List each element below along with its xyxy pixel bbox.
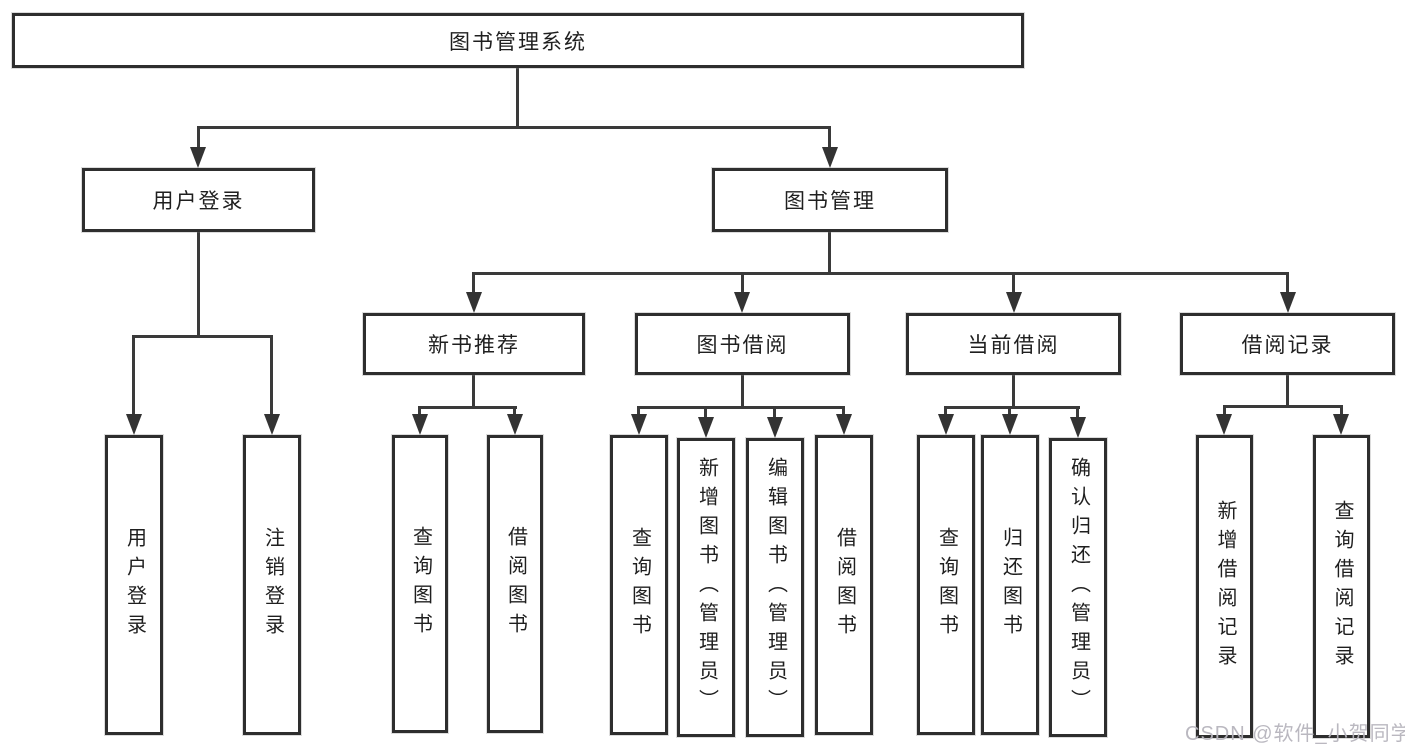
arrow-down-icon bbox=[631, 414, 647, 435]
leaf-current-confirm-return-admin: 确认归还（管理员） bbox=[1049, 438, 1107, 737]
arrow-down-icon bbox=[734, 292, 750, 313]
leaf-current-return-book: 归还图书 bbox=[981, 435, 1039, 735]
connector-line bbox=[513, 406, 516, 414]
leaf-recommend-query-book: 查询图书 bbox=[392, 435, 448, 733]
csdn-watermark: CSDN @软件_小贺同学 bbox=[1185, 723, 1405, 745]
connector-line bbox=[132, 335, 135, 414]
connector-line bbox=[197, 232, 200, 338]
arrow-down-icon bbox=[1280, 292, 1296, 313]
leaf-current-return-book-label: 归还图书 bbox=[999, 527, 1022, 643]
arrow-down-icon bbox=[190, 147, 206, 168]
arrow-down-icon bbox=[1070, 417, 1086, 438]
connector-line bbox=[1008, 406, 1011, 414]
node-book-management: 图书管理 bbox=[712, 168, 948, 232]
node-library-management-system-label: 图书管理系统 bbox=[449, 30, 587, 54]
leaf-current-query-book: 查询图书 bbox=[917, 435, 975, 735]
leaf-borrowing-query-book-label: 查询图书 bbox=[628, 527, 651, 643]
connector-line bbox=[418, 406, 517, 409]
arrow-down-icon bbox=[836, 414, 852, 435]
arrow-down-icon bbox=[1006, 292, 1022, 313]
connector-line bbox=[1223, 405, 1226, 414]
leaf-current-confirm-return-admin-label: 确认归还（管理员） bbox=[1067, 457, 1090, 718]
node-new-book-recommend-label: 新书推荐 bbox=[428, 334, 520, 357]
leaf-current-query-book-label: 查询图书 bbox=[935, 527, 958, 643]
connector-line bbox=[828, 232, 831, 274]
leaf-borrowing-add-book-admin: 新增图书（管理员） bbox=[677, 438, 735, 737]
leaf-borrowing-borrow-book: 借阅图书 bbox=[815, 435, 873, 735]
arrow-down-icon bbox=[466, 292, 482, 313]
connector-line bbox=[270, 335, 273, 414]
connector-line bbox=[773, 406, 776, 417]
connector-line bbox=[741, 272, 744, 292]
leaf-logout-login-label: 注销登录 bbox=[261, 527, 284, 643]
node-book-borrowing: 图书借阅 bbox=[635, 313, 850, 375]
leaf-recommend-borrow-book: 借阅图书 bbox=[487, 435, 543, 733]
leaf-borrowing-edit-book-admin-label: 编辑图书（管理员） bbox=[764, 457, 787, 718]
arrow-down-icon bbox=[126, 414, 142, 435]
node-new-book-recommend: 新书推荐 bbox=[363, 313, 585, 375]
connector-line bbox=[197, 126, 831, 129]
connector-line bbox=[1223, 405, 1343, 408]
leaf-recommend-query-book-label: 查询图书 bbox=[409, 526, 432, 642]
connector-line bbox=[1340, 405, 1343, 414]
leaf-records-query-record-label: 查询借阅记录 bbox=[1331, 499, 1353, 674]
connector-line bbox=[828, 126, 831, 147]
node-user-login-label: 用户登录 bbox=[152, 190, 245, 213]
connector-line bbox=[1286, 272, 1289, 292]
connector-line bbox=[741, 375, 744, 408]
arrow-down-icon bbox=[1002, 414, 1018, 435]
node-borrowing-records: 借阅记录 bbox=[1180, 313, 1395, 375]
connector-line bbox=[516, 68, 519, 126]
arrow-down-icon bbox=[1216, 414, 1232, 435]
arrow-down-icon bbox=[767, 417, 783, 438]
leaf-user-login: 用户登录 bbox=[105, 435, 163, 735]
leaf-records-query-record: 查询借阅记录 bbox=[1313, 435, 1370, 738]
connector-line bbox=[944, 406, 947, 414]
node-current-borrowing: 当前借阅 bbox=[906, 313, 1121, 375]
node-book-borrowing-label: 图书借阅 bbox=[696, 334, 789, 357]
node-book-management-label: 图书管理 bbox=[784, 190, 876, 213]
node-borrowing-records-label: 借阅记录 bbox=[1241, 334, 1334, 357]
leaf-user-login-label: 用户登录 bbox=[123, 527, 146, 643]
connector-line bbox=[472, 272, 475, 292]
arrow-down-icon bbox=[264, 414, 280, 435]
connector-line bbox=[132, 335, 273, 338]
leaf-borrowing-add-book-admin-label: 新增图书（管理员） bbox=[695, 457, 718, 718]
arrow-down-icon bbox=[938, 414, 954, 435]
connector-line bbox=[472, 375, 475, 408]
connector-line bbox=[637, 406, 845, 409]
leaf-borrowing-edit-book-admin: 编辑图书（管理员） bbox=[746, 438, 804, 737]
connector-line bbox=[1076, 406, 1079, 417]
leaf-borrowing-query-book: 查询图书 bbox=[610, 435, 668, 735]
arrow-down-icon bbox=[507, 414, 523, 435]
connector-line bbox=[1012, 272, 1015, 292]
connector-line bbox=[197, 126, 200, 147]
connector-line bbox=[944, 406, 1080, 409]
connector-line bbox=[1286, 375, 1289, 407]
node-current-borrowing-label: 当前借阅 bbox=[967, 334, 1060, 357]
node-library-management-system: 图书管理系统 bbox=[12, 13, 1024, 68]
connector-line bbox=[418, 406, 421, 414]
leaf-records-add-record-label: 新增借阅记录 bbox=[1214, 499, 1236, 674]
leaf-borrowing-borrow-book-label: 借阅图书 bbox=[833, 527, 856, 643]
connector-line bbox=[472, 272, 1288, 275]
connector-line bbox=[842, 406, 845, 414]
connector-line bbox=[704, 406, 707, 417]
arrow-down-icon bbox=[412, 414, 428, 435]
leaf-recommend-borrow-book-label: 借阅图书 bbox=[504, 526, 527, 642]
leaf-logout-login: 注销登录 bbox=[243, 435, 301, 735]
arrow-down-icon bbox=[1333, 414, 1349, 435]
arrow-down-icon bbox=[698, 417, 714, 438]
node-user-login: 用户登录 bbox=[82, 168, 315, 232]
connector-line bbox=[637, 406, 640, 414]
leaf-records-add-record: 新增借阅记录 bbox=[1196, 435, 1253, 738]
connector-line bbox=[1012, 375, 1015, 408]
arrow-down-icon bbox=[822, 147, 838, 168]
